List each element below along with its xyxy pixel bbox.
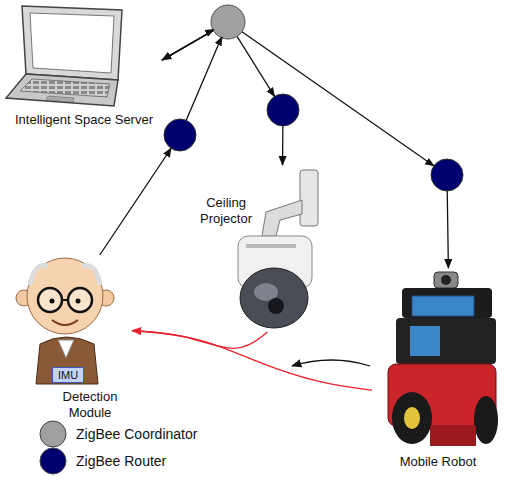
tag-label: IMU <box>52 367 84 383</box>
network-arrowheads <box>168 29 434 165</box>
network-connector <box>162 22 448 268</box>
mobile-robot-node: Mobile Robot <box>372 268 506 475</box>
motion-arrow <box>292 360 370 366</box>
ceiling-projector-illustration <box>238 170 318 328</box>
mobile-robot-illustration <box>388 272 498 446</box>
network-connector <box>132 331 372 391</box>
legend-item: ZigBee Router <box>38 447 166 475</box>
legend-label: ZigBee Router <box>76 453 166 469</box>
node-label: Ceiling Projector <box>190 195 262 227</box>
detection-module-node: IMU Detection Module <box>8 255 132 423</box>
node-label: Intelligent Space Server <box>8 112 160 128</box>
legend-item: ZigBee Coordinator <box>38 420 197 448</box>
legend-label: ZigBee Coordinator <box>76 426 197 442</box>
legend-swatch-box <box>38 447 68 475</box>
laptop-illustration <box>6 6 122 106</box>
legend-swatch <box>40 448 66 474</box>
node-label: Detection Module <box>54 389 126 421</box>
server-node: Intelligent Space Server <box>2 2 162 134</box>
network-connector <box>162 22 283 165</box>
legend-swatch-box <box>38 420 68 448</box>
projector-node: Ceiling Projector <box>188 165 325 332</box>
legend-swatch <box>40 421 66 447</box>
node-label: Mobile Robot <box>372 454 504 470</box>
person-illustration <box>16 258 114 384</box>
zigbee-nodes <box>164 5 463 191</box>
